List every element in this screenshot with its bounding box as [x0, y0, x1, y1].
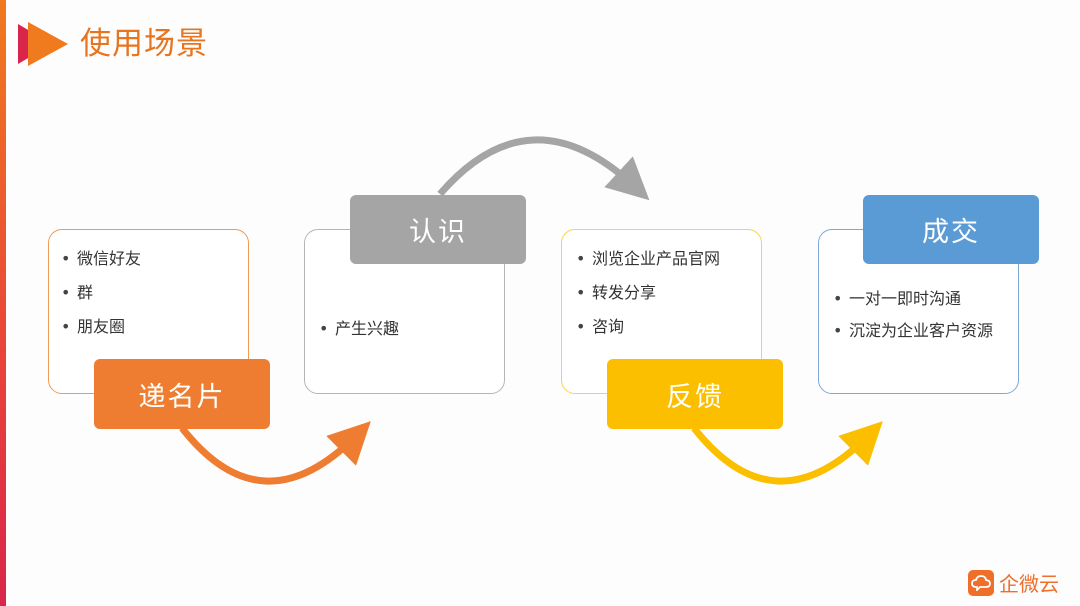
left-accent-stripe — [0, 0, 6, 606]
list-item: 浏览企业产品官网 — [576, 242, 761, 276]
arrow-gray — [437, 136, 650, 201]
play-triangle-icon — [18, 22, 68, 66]
brand-name: 企微云 — [999, 572, 1059, 596]
page-title: 使用场景 — [80, 26, 208, 62]
list-item: 微信好友 — [61, 242, 248, 276]
arrow-yellow — [691, 421, 883, 485]
list-item: 产生兴趣 — [319, 312, 504, 346]
arrow-orange — [179, 421, 371, 485]
list-item: 群 — [61, 276, 248, 310]
list-item: 沉淀为企业客户资源 — [833, 316, 1008, 346]
step-label-acquaint: 认识 — [350, 195, 526, 264]
brand-logo: 企微云 — [968, 568, 1059, 597]
list-item: 转发分享 — [576, 276, 761, 310]
list-item: 朋友圈 — [61, 310, 248, 344]
step-label-feedback: 反馈 — [607, 359, 783, 429]
step-label-deal: 成交 — [863, 195, 1039, 264]
list-item: 咨询 — [576, 310, 761, 344]
step-label-share-card: 递名片 — [94, 359, 270, 429]
list-item: 一对一即时沟通 — [833, 282, 1008, 316]
cloud-chat-icon — [968, 569, 994, 596]
